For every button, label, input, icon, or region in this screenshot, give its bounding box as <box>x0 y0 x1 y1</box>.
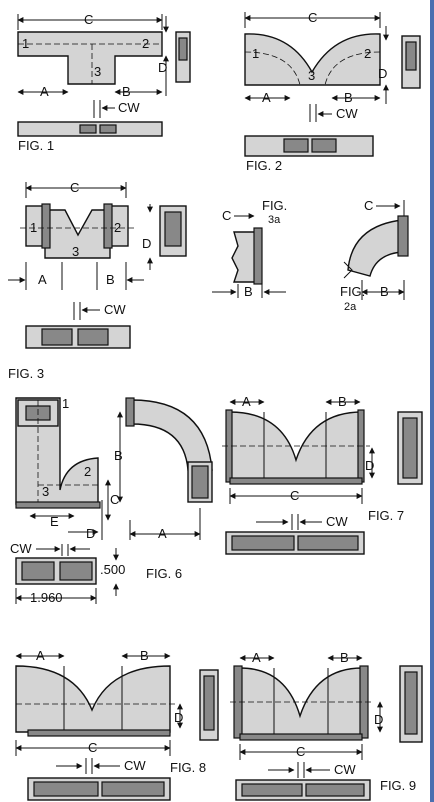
fig9-title: FIG. 9 <box>380 778 416 793</box>
fig2-port-2: 2 <box>364 46 371 61</box>
fig2a-b-label: B <box>380 284 389 299</box>
fig8-a-label: A <box>36 648 45 663</box>
fig2-b-label: B <box>344 90 353 105</box>
fig6-port-1: 1 <box>62 396 69 411</box>
fig6-dim-500: .500 <box>100 562 125 577</box>
fig3-a-label: A <box>38 272 47 287</box>
fig2a-subtitle: 2a <box>344 301 357 313</box>
fig7-a-label: A <box>242 394 251 409</box>
fig-9: A B D C CW FIG. 9 <box>230 650 423 801</box>
fig9-cw-label: CW <box>334 762 356 777</box>
fig3-cw-label: CW <box>104 302 126 317</box>
fig3-b-label: B <box>106 272 115 287</box>
fig6-d-label: D <box>86 526 95 541</box>
fig6-c-label: C <box>110 492 119 507</box>
fig3a-subtitle: 3a <box>268 214 281 226</box>
fig8-title: FIG. 8 <box>170 760 206 775</box>
fig6-e-label: E <box>50 514 59 529</box>
fig2-port-1: 1 <box>252 46 259 61</box>
fig3a-title: FIG. <box>262 198 287 213</box>
fig6-title: FIG. 6 <box>146 566 182 581</box>
fig9-d-label: D <box>374 712 383 727</box>
fig-7: A B D C CW FIG. 7 <box>222 394 423 555</box>
fig2-a-label: A <box>262 90 271 105</box>
fig-1: C 1 2 3 D A B CW FIG. 1 <box>17 12 191 153</box>
fig8-b-label: B <box>140 648 149 663</box>
fig2a-c-label: C <box>364 198 373 213</box>
fig6-port-3: 3 <box>42 484 49 499</box>
fig2a-title: FIG. <box>340 284 365 299</box>
fig3a-c-label: C <box>222 208 231 223</box>
fig-2: C 1 2 3 D A B CW FIG. 2 <box>244 10 421 173</box>
fig2-d-label: D <box>378 66 387 81</box>
fig9-a-label: A <box>252 650 261 665</box>
fig1-b-label: B <box>122 84 131 99</box>
fig8-d-label: D <box>174 710 183 725</box>
fig6-port-2: 2 <box>84 464 91 479</box>
fig8-c-label: C <box>88 740 97 755</box>
fig-8: A B D C CW FIG. 8 <box>15 648 219 801</box>
fig1-port-1: 1 <box>22 36 29 51</box>
fig6-dim-1960: 1.960 <box>30 590 63 605</box>
fig6-b-label: B <box>114 448 123 463</box>
fig7-d-label: D <box>365 458 374 473</box>
fig1-port-2: 2 <box>142 36 149 51</box>
blue-edge <box>430 0 434 495</box>
fig8-cw-label: CW <box>124 758 146 773</box>
fig1-cw-label: CW <box>118 100 140 115</box>
fig-3a: FIG. 3a C B <box>212 198 287 299</box>
fig7-b-label: B <box>338 394 347 409</box>
fig1-c-label: C <box>84 12 93 27</box>
fig3-d-label: D <box>142 236 151 251</box>
fig2-cw-label: CW <box>336 106 358 121</box>
fig-6: 1 2 3 E D C B A CW .500 1.960 FIG. 6 <box>10 396 213 605</box>
fig-2a: C FIG. 2a B <box>340 198 409 313</box>
fig1-d-label: D <box>158 60 167 75</box>
fig9-b-label: B <box>340 650 349 665</box>
fig-3: C 1 2 3 D A B CW FIG. 3 <box>8 180 187 381</box>
fig9-c-label: C <box>296 744 305 759</box>
fig3a-b-label: B <box>244 284 253 299</box>
fig3-port-3: 3 <box>72 244 79 259</box>
fig3-title: FIG. 3 <box>8 366 44 381</box>
fig1-port-3: 3 <box>94 64 101 79</box>
fig1-title: FIG. 1 <box>18 138 54 153</box>
fig1-a-label: A <box>40 84 49 99</box>
fig7-cw-label: CW <box>326 514 348 529</box>
fig6-cw-label: CW <box>10 541 32 556</box>
fig2-c-label: C <box>308 10 317 25</box>
fig3-port-1: 1 <box>30 220 37 235</box>
fig3-c-label: C <box>70 180 79 195</box>
fig2-port-3: 3 <box>308 68 315 83</box>
fig3-port-2: 2 <box>114 220 121 235</box>
fig2-title: FIG. 2 <box>246 158 282 173</box>
fig7-title: FIG. 7 <box>368 508 404 523</box>
fig7-c-label: C <box>290 488 299 503</box>
fig6-a-label: A <box>158 526 167 541</box>
